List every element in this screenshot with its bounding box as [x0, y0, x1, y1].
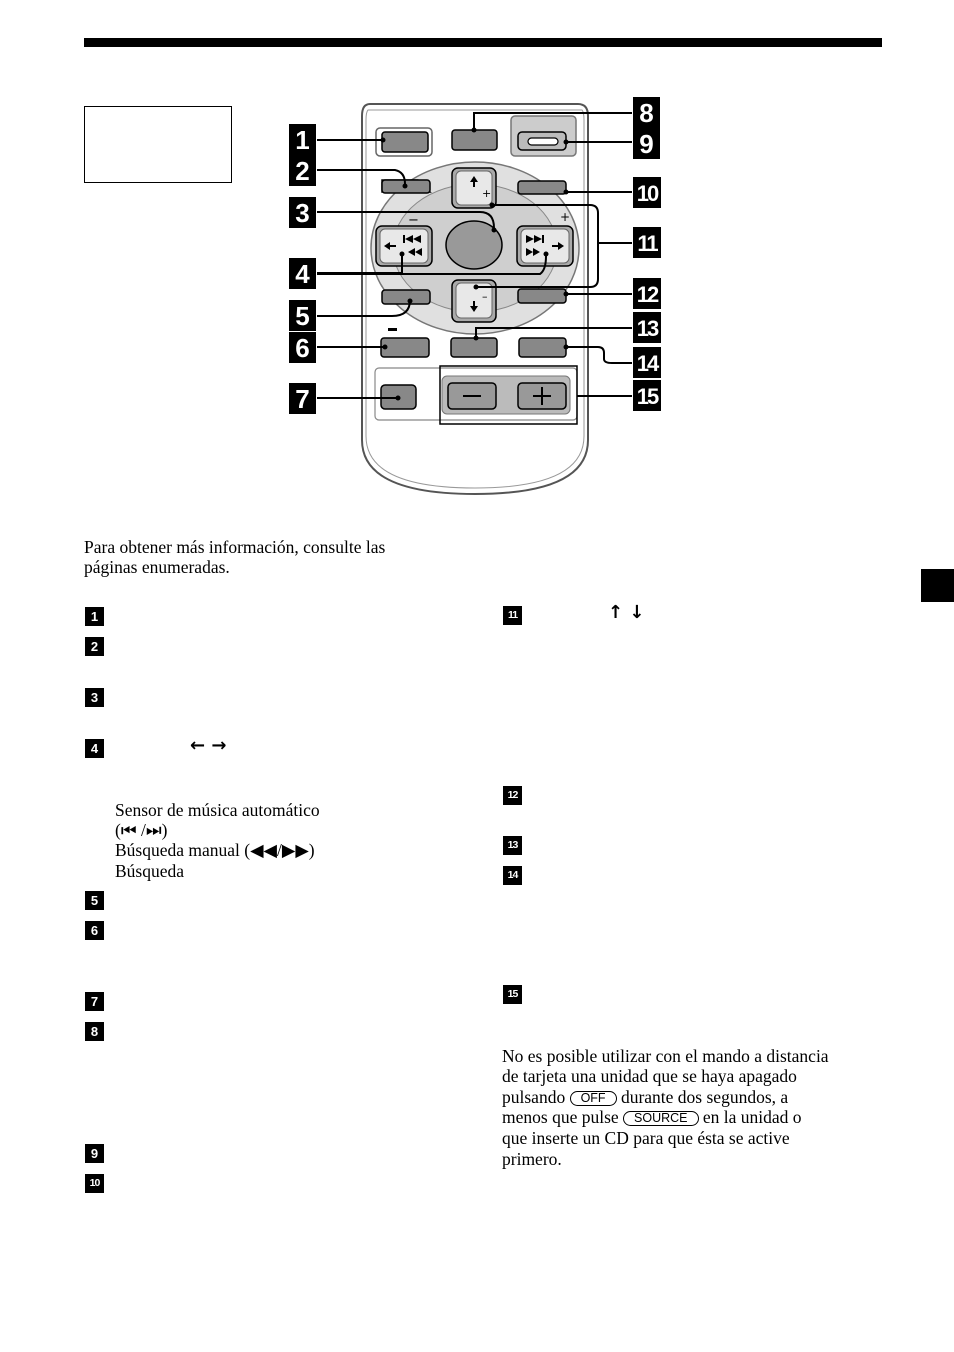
callout-3: 3: [295, 198, 309, 228]
item-4-ams-symbols: (⏮ /⏭): [115, 820, 168, 840]
item-marker-3: 3: [85, 688, 104, 707]
item-marker-1: 1: [85, 607, 104, 626]
dpad-center: [445, 220, 503, 270]
item-4-seek-label: Búsqueda: [115, 861, 185, 881]
callout-10: 10: [637, 181, 659, 206]
note-line-2: de tarjeta una unidad que se haya apagad…: [502, 1066, 797, 1086]
note-line-3-post: durante dos segundos, a: [620, 1087, 789, 1107]
remote-btn-8: [451, 129, 498, 151]
item-marker-11: 11: [503, 606, 522, 625]
callout-11: 11: [637, 231, 658, 256]
callout-12: 12: [637, 282, 659, 307]
item-marker-4: 4: [85, 739, 104, 758]
intro-line-1: Para obtener más información, consulte l…: [84, 537, 386, 557]
item-4-ams-label: Sensor de música automático: [115, 800, 320, 820]
callout-7: 7: [295, 384, 309, 414]
down-minus-label: –: [482, 290, 488, 303]
callout-5: 5: [295, 301, 309, 331]
item-marker-6: 6: [85, 921, 104, 940]
source-key: SOURCE: [623, 1111, 699, 1126]
item-11-arrows: ↑ ↓: [608, 602, 645, 623]
item-marker-12: 12: [503, 786, 522, 805]
note-line-5: que inserte un CD para que ésta se activ…: [502, 1128, 790, 1148]
item-marker-14: 14: [503, 866, 522, 885]
remote-btn-10: [517, 180, 567, 195]
dpad-plus-label: +: [560, 210, 570, 224]
item-marker-10: 10: [85, 1174, 104, 1193]
callout-2: 2: [295, 156, 309, 186]
item-marker-7: 7: [85, 992, 104, 1011]
note-line-4: menos que pulse SOURCE en la unidad o: [502, 1107, 802, 1128]
item-marker-8: 8: [85, 1022, 104, 1041]
callout-14: 14: [637, 351, 660, 376]
callout-15: 15: [637, 384, 659, 409]
off-key: OFF: [569, 1091, 617, 1106]
remote-btn-13: [450, 337, 498, 358]
callout-4: 4: [295, 259, 310, 289]
note-line-6: primero.: [502, 1149, 562, 1169]
remote-btn-12: [517, 288, 567, 304]
note-line-3: pulsando OFF durante dos segundos, a: [502, 1087, 788, 1108]
item-marker-2: 2: [85, 637, 104, 656]
label-box: [84, 106, 232, 183]
item-4-arrows: ← →: [190, 735, 227, 756]
item-4-manual-label: Búsqueda manual (◀◀/▶▶): [115, 840, 315, 860]
item-marker-9: 9: [85, 1144, 104, 1163]
remote-btn-6: [380, 337, 430, 358]
callout-13: 13: [637, 316, 659, 341]
note-line-1: No es posible utilizar con el mando a di…: [502, 1046, 829, 1066]
intro-line-2: páginas enumeradas.: [84, 557, 230, 577]
callout-9: 9: [639, 129, 653, 159]
remote-btn-14: [518, 337, 567, 358]
item-marker-13: 13: [503, 836, 522, 855]
callout-6: 6: [295, 333, 309, 363]
remote-control-illustration: − + + –: [289, 97, 662, 496]
item-marker-5: 5: [85, 891, 104, 910]
callout-8: 8: [639, 98, 653, 128]
note-line-3-pre: pulsando: [502, 1087, 566, 1107]
remote-btn-5: [381, 289, 431, 305]
item-marker-15: 15: [503, 985, 522, 1004]
note-line-4-post: en la unidad o: [702, 1107, 802, 1127]
note-line-4-pre: menos que pulse: [502, 1107, 619, 1127]
callout-1: 1: [295, 125, 309, 155]
up-plus-label: +: [482, 187, 491, 200]
top-rule: [84, 38, 882, 47]
dpad-minus-label: −: [408, 213, 419, 228]
section-tab: [921, 569, 954, 602]
